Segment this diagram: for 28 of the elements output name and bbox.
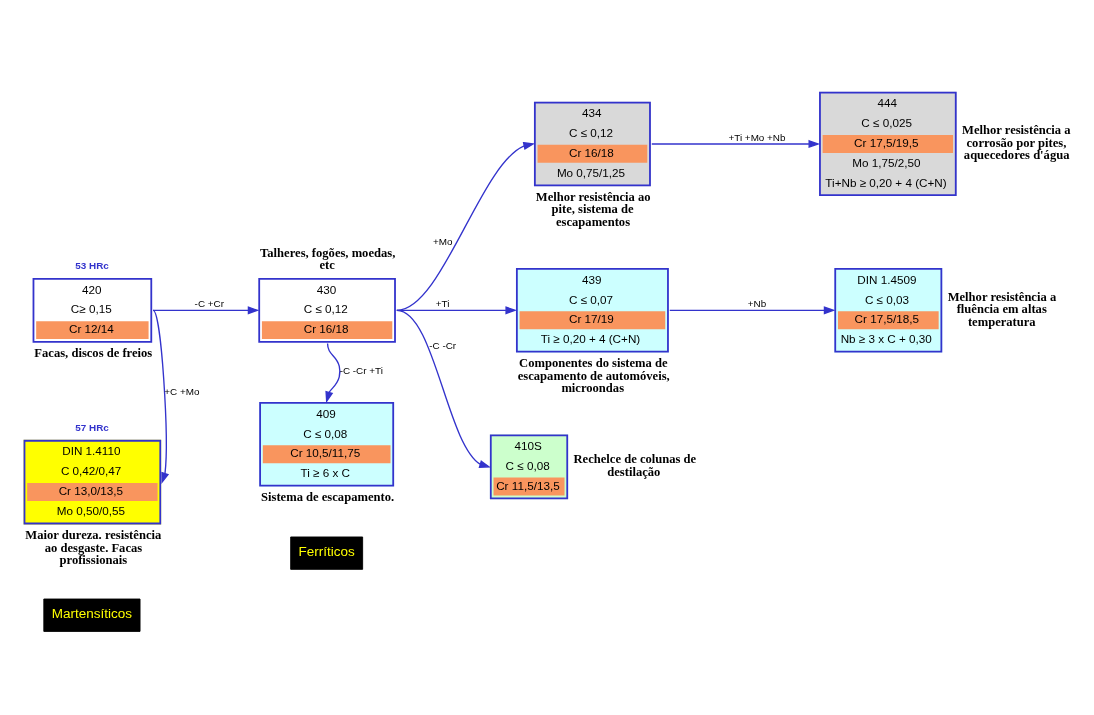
edge-label: +Ti +Mo +Nb xyxy=(728,131,786,143)
node-label: Melhor resistência ao pite, sistema de escapamentos xyxy=(535,189,651,229)
edge-label: +C +Mo xyxy=(164,385,200,397)
node-label: Sistema de escapamento. xyxy=(261,489,395,504)
node-label: 53 HRc xyxy=(75,259,109,271)
node-label: 57 HRc xyxy=(75,421,109,433)
node-label: Componentes do sistema de escapamento de automóveis, microondas xyxy=(517,355,670,395)
arrow xyxy=(651,139,821,148)
arrow xyxy=(152,305,260,314)
node-label: Melhor resistência a fluência em altas temperatura xyxy=(947,289,1057,329)
edge-label: +Mo xyxy=(432,235,453,246)
label: Martensíticos xyxy=(51,605,133,621)
edge-label: +Nb xyxy=(747,297,767,309)
edge-label: +Ti xyxy=(435,297,450,309)
arrow xyxy=(669,305,836,314)
arrow xyxy=(325,342,341,403)
node-label: Talheres, fogões, moedas, etc xyxy=(260,245,396,272)
label: Ferríticos xyxy=(298,543,355,559)
edge-label: -C -Cr xyxy=(429,339,457,351)
arrow xyxy=(396,309,491,468)
edge-label: -C -Cr +Ti xyxy=(339,364,383,376)
node-label: Facas, discos de freios xyxy=(34,345,153,360)
edge-label: -C +Cr xyxy=(194,297,224,309)
node-label: Rechelce de colunas de destilação xyxy=(573,451,697,479)
arrow xyxy=(396,141,536,311)
arrow xyxy=(152,309,170,484)
node-label: Melhor resistência a corrosão por pites, aquecedores d'água xyxy=(962,122,1071,162)
node-label: Maior dureza. resistência ao desgaste. Facas profissionais xyxy=(25,527,162,567)
